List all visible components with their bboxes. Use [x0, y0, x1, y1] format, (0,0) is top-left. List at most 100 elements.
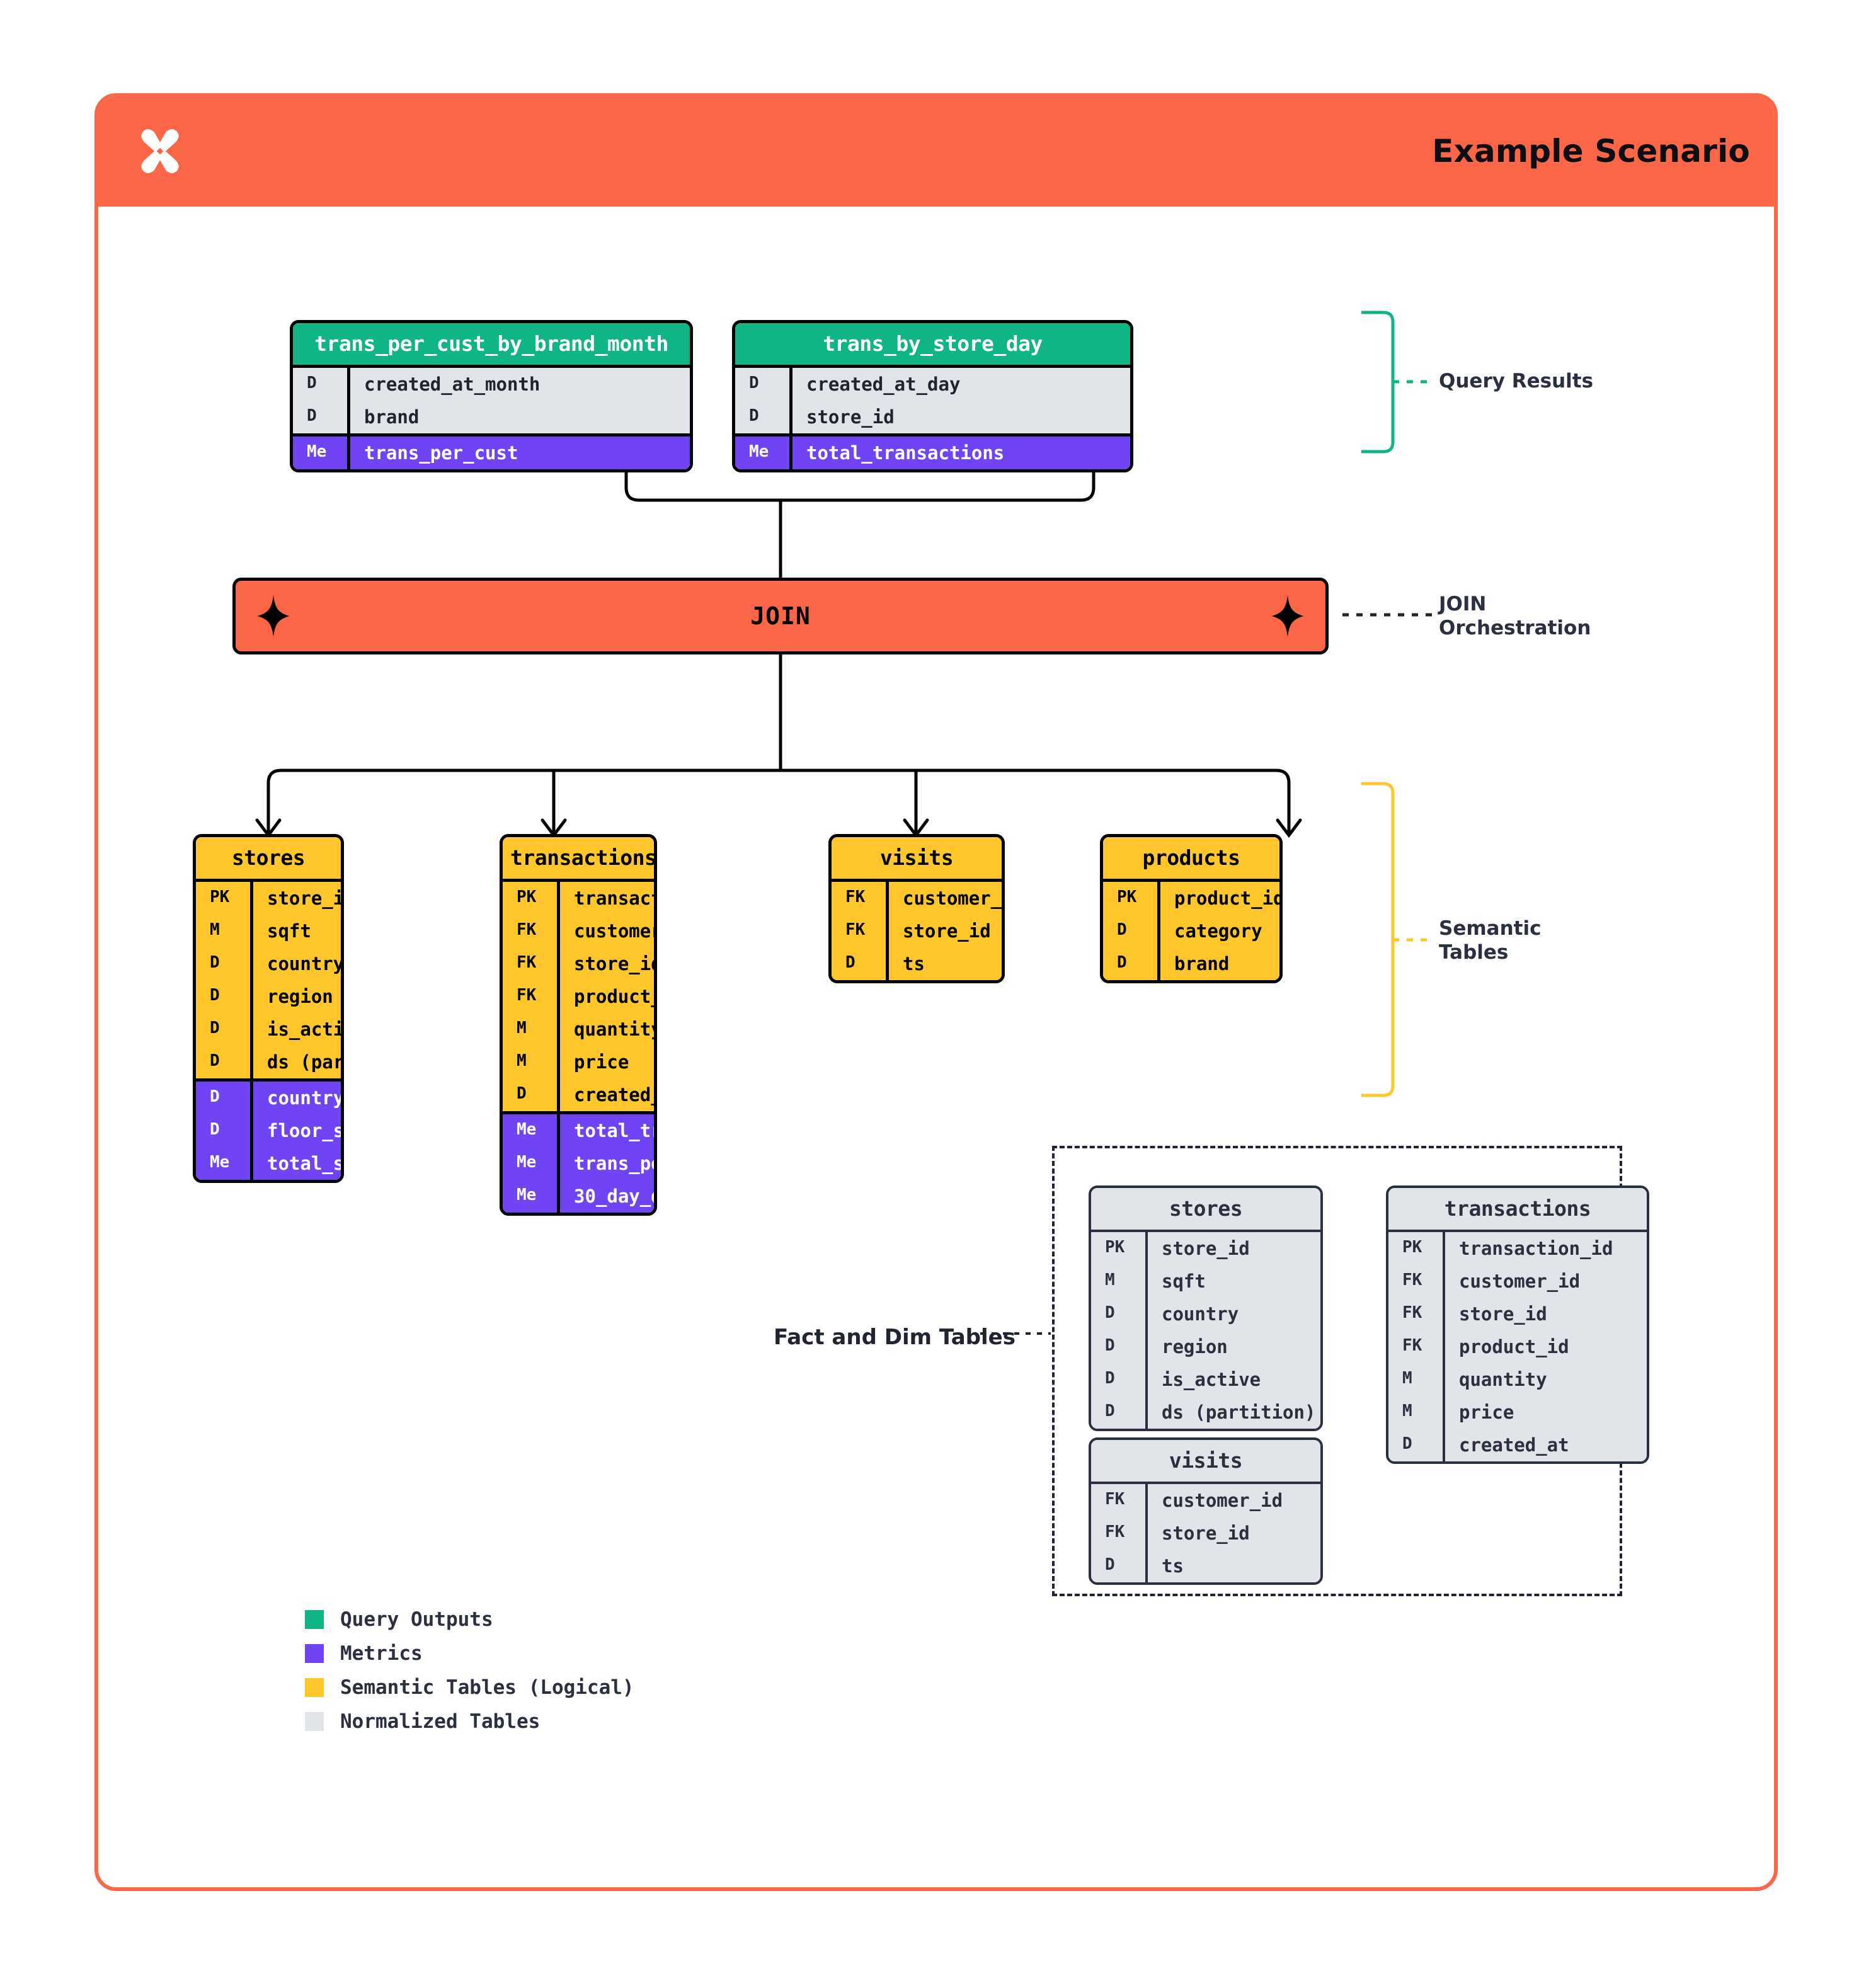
legend-item: Normalized Tables [305, 1705, 634, 1739]
table-title: visits [1091, 1440, 1320, 1482]
column-name: created_at [557, 1078, 654, 1111]
column-name: trans_per_cust [347, 437, 690, 469]
column-key: FK [845, 920, 866, 939]
column-name: sqft [250, 915, 341, 947]
legend-label: Normalized Tables [340, 1710, 541, 1733]
legend-item: Query Outputs [305, 1602, 634, 1637]
legend-item: Metrics [305, 1637, 634, 1671]
column-key: PK [1105, 1238, 1125, 1257]
column-key: D [210, 1019, 220, 1037]
table-row: D brand [293, 401, 690, 433]
column-key: D [307, 406, 317, 425]
column-name: customer_id [886, 882, 1002, 915]
table-row: Dds (partition) [196, 1046, 341, 1078]
join-orchestration-bar[interactable]: JOIN [232, 578, 1329, 654]
column-key: Me [517, 1185, 537, 1204]
column-key: D [307, 374, 317, 392]
query-result-table-trans-by-store-day[interactable]: trans_by_store_day D created_at_day D st… [732, 320, 1133, 472]
page-title: Example Scenario [1432, 133, 1750, 169]
table-title: stores [196, 837, 341, 879]
table-row: Me 30_day_dat [503, 1180, 654, 1213]
column-key: FK [517, 920, 537, 939]
column-name: quantity [1443, 1363, 1647, 1396]
column-key: D [517, 1084, 527, 1103]
column-key: D [1117, 953, 1127, 972]
column-key: M [1402, 1402, 1412, 1420]
column-key: Me [210, 1153, 230, 1172]
column-key: D [210, 953, 220, 972]
column-name: product_id [1157, 882, 1279, 915]
column-key: FK [517, 986, 537, 1005]
column-name: ds (partition) [1145, 1396, 1320, 1429]
column-key: D [1105, 1369, 1115, 1388]
join-label: JOIN [750, 602, 811, 630]
column-name: product_id [557, 980, 654, 1013]
column-name: ts [886, 947, 1002, 980]
table-dimensions-section: D created_at_day D store_id [735, 365, 1130, 433]
column-key: D [1105, 1555, 1115, 1574]
column-key: D [210, 1051, 220, 1070]
column-name: store_id [1443, 1298, 1647, 1330]
table-metrics-section: Me total_transactions [735, 433, 1130, 469]
column-key: D [749, 406, 759, 425]
column-name: is_active [250, 1013, 341, 1046]
column-key: PK [210, 888, 230, 906]
sparkle-icon [257, 595, 290, 637]
column-name: customer_id [1443, 1265, 1647, 1298]
column-key: M [1105, 1271, 1115, 1289]
column-name: 30_day_dat [557, 1180, 654, 1213]
column-name: brand [347, 401, 690, 433]
table-title: trans_by_store_day [735, 323, 1130, 365]
legend-swatch-metrics [305, 1644, 324, 1663]
column-key: D [749, 374, 759, 392]
column-name: created_at [1443, 1429, 1647, 1461]
column-key: Me [749, 442, 769, 461]
column-name: quantity [557, 1013, 654, 1046]
sparkle-icon [1271, 595, 1304, 637]
query-result-table-trans-per-cust-by-brand-month[interactable]: trans_per_cust_by_brand_month D created_… [290, 320, 693, 472]
table-title: visits [832, 837, 1002, 879]
column-key: M [517, 1019, 527, 1037]
legend-swatch-normalized-tables [305, 1712, 324, 1731]
column-key: FK [1402, 1336, 1422, 1355]
column-name: store_id [1145, 1232, 1320, 1265]
column-key: PK [517, 888, 537, 906]
column-name: country [250, 947, 341, 980]
annotation-semantic-tables: Semantic Tables [1439, 917, 1542, 964]
column-name: ts [1145, 1550, 1320, 1582]
column-key: Me [517, 1153, 537, 1172]
column-key: D [210, 1087, 220, 1106]
table-row: Me total_transactions [735, 437, 1130, 469]
column-name: is_active [1145, 1363, 1320, 1396]
column-key: Me [517, 1120, 537, 1139]
column-key: M [517, 1051, 527, 1070]
column-name: region [1145, 1330, 1320, 1363]
